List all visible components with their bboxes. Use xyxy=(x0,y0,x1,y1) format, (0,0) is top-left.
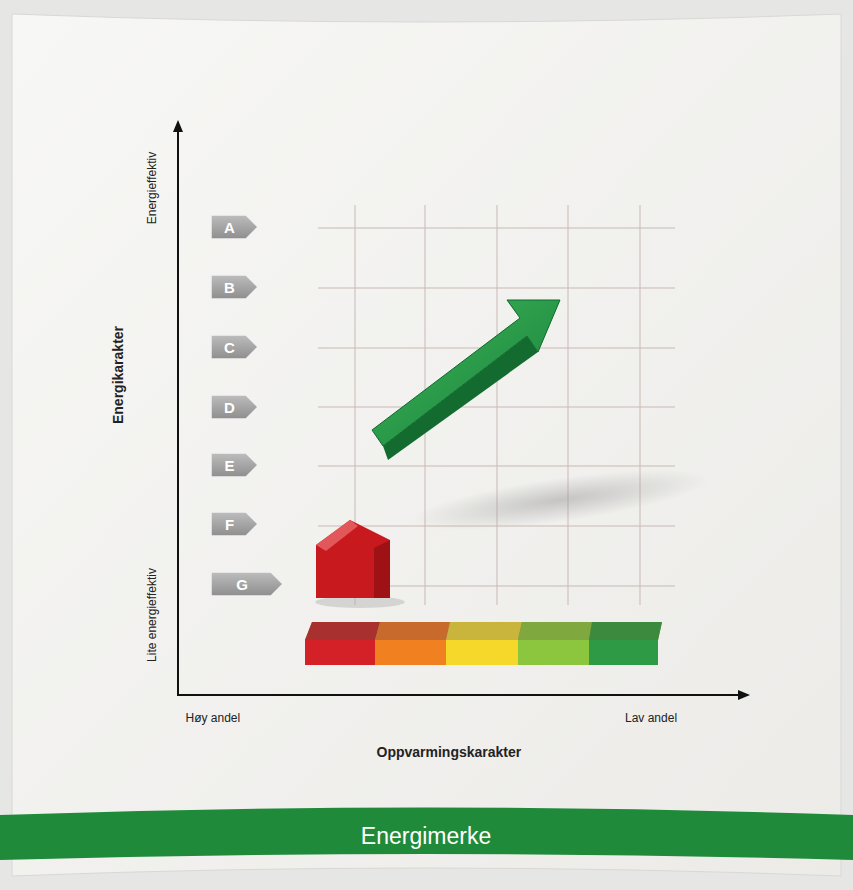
colour-scale xyxy=(305,622,662,665)
title-band: Energimerke xyxy=(276,816,576,856)
rating-letter: B xyxy=(224,279,235,296)
rating-letter: C xyxy=(224,339,235,356)
axis-label: Lav andel xyxy=(625,711,677,725)
rating-tag: A xyxy=(211,215,258,239)
band-text: Energimerke xyxy=(361,823,491,850)
x-axis xyxy=(177,694,748,696)
arrow-shadow xyxy=(408,457,711,542)
rating-letter: D xyxy=(224,399,235,416)
rating-tag: G xyxy=(211,572,283,596)
rating-tag: D xyxy=(211,395,258,419)
rating-letter: G xyxy=(236,576,248,593)
axis-label: Oppvarmingskarakter xyxy=(377,744,522,760)
rating-letter: A xyxy=(224,219,235,236)
axis-label: Energieffektiv xyxy=(145,152,159,225)
paper-sheet xyxy=(12,14,841,876)
tag-shape xyxy=(211,453,258,477)
axis-label: Energikarakter xyxy=(110,326,126,424)
red-house xyxy=(316,520,390,598)
green-arrow xyxy=(372,300,560,446)
band-ground xyxy=(0,808,853,861)
rating-tag: B xyxy=(211,275,258,299)
y-axis xyxy=(177,122,179,695)
rating-letter: E xyxy=(224,457,234,474)
tag-shape xyxy=(211,512,258,536)
rating-tag: E xyxy=(211,453,258,477)
axis-label: Høy andel xyxy=(186,711,241,725)
rating-letter: F xyxy=(225,516,234,533)
axis-label: Lite energieffektiv xyxy=(145,568,159,662)
arrow-side xyxy=(383,336,538,460)
rating-tag: C xyxy=(211,335,258,359)
rating-tag: F xyxy=(211,512,258,536)
